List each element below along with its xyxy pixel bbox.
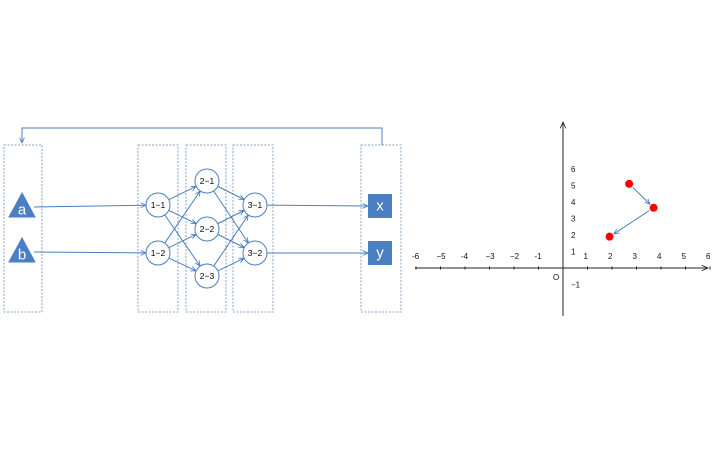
edge-2-3-3-2 (217, 257, 244, 272)
x-tick-label: 5 (682, 252, 687, 261)
hidden-node-label-1-1: 1−1 (151, 200, 166, 210)
point-arrow-1 (632, 186, 650, 204)
coordinate-plot: O -6 −5 -4 −3 −2 -1 1 2 3 4 5 6 6 5 4 3 2 1 −1 (412, 122, 711, 316)
point-arrow-2 (614, 210, 650, 234)
hidden-layer-1-box (137, 144, 179, 313)
hidden-node-3-2: 3−2 (242, 240, 268, 266)
edge-2-1-3-1 (217, 185, 245, 199)
x-tick-label: 2 (608, 252, 613, 261)
hidden-node-circle-2-3 (194, 263, 220, 289)
hidden-layer-2-box (185, 144, 227, 313)
hidden-node-label-3-2: 3−2 (248, 248, 263, 258)
x-tick-label: −3 (486, 252, 496, 261)
y-tick-labels: 6 5 4 3 2 1 −1 (571, 165, 581, 290)
x-tick-label: −2 (510, 252, 520, 261)
input-label-a: a (18, 202, 27, 219)
output-square-x (368, 194, 392, 218)
hidden-node-label-3-1: 3−1 (248, 200, 263, 210)
x-tick-labels: -6 −5 -4 −3 −2 -1 1 2 3 4 5 6 (412, 252, 711, 270)
x-tick-label: 1 (584, 252, 589, 261)
plot-points (605, 179, 658, 241)
x-tick-label: 3 (633, 252, 638, 261)
output-label-y: y (376, 245, 384, 262)
point-arrows (614, 186, 650, 234)
edge-a-1-1 (33, 205, 146, 207)
hidden-node-2-1: 2−1 (194, 168, 220, 194)
edge-1-2-2-3 (168, 257, 196, 272)
hidden-node-label-1-2: 1−2 (151, 248, 166, 258)
input-triangle-b (8, 236, 36, 263)
x-tick-label: -6 (412, 252, 420, 261)
hidden-node-circle-3-2 (242, 240, 268, 266)
hidden-node-circle-2-1 (194, 168, 220, 194)
hidden-node-2-3: 2−3 (194, 263, 220, 289)
y-tick-label: 5 (571, 182, 576, 191)
origin-label: O (553, 273, 559, 282)
input-layer-box (3, 144, 43, 313)
feedback-loop-line (22, 127, 383, 145)
hidden-node-label-2-3: 2−3 (200, 271, 215, 281)
output-label-x: x (376, 198, 384, 215)
y-tick-label: 1 (571, 248, 576, 257)
x-tick-label: 4 (657, 252, 662, 261)
hidden-node-1-2: 1−2 (145, 240, 171, 266)
y-tick-label: 4 (571, 198, 576, 207)
input-triangle-a (8, 191, 36, 218)
edge-b-1-2 (33, 252, 146, 253)
x-tick-label: −5 (437, 252, 447, 261)
output-square-y (368, 241, 392, 265)
network-connections (33, 185, 368, 272)
hidden-node-circle-2-2 (194, 216, 220, 242)
hidden-node-1-1: 1−1 (145, 192, 171, 218)
network-nodes: a b 1−1 1−2 2−1 2−2 2−3 3−1 3−2 x y (8, 168, 392, 289)
input-label-b: b (18, 247, 26, 264)
data-point-3 (605, 232, 614, 241)
hidden-layer-3-box (232, 144, 274, 313)
edge-2-2-3-1 (217, 210, 245, 225)
hidden-node-label-2-2: 2−2 (200, 224, 215, 234)
hidden-node-label-2-1: 2−1 (200, 176, 215, 186)
edge-1-2-2-2 (168, 234, 196, 249)
output-layer-box (360, 144, 402, 313)
data-point-2 (649, 203, 658, 212)
hidden-node-3-1: 3−1 (242, 192, 268, 218)
hidden-node-circle-3-1 (242, 192, 268, 218)
x-tick-label: -1 (535, 252, 543, 261)
output-node-y: y (368, 241, 392, 265)
input-node-b: b (8, 236, 36, 264)
hidden-node-circle-1-2 (145, 240, 171, 266)
edge-3-1-x (266, 205, 368, 206)
edge-2-3-3-1 (213, 215, 249, 267)
edge-1-2-2-1 (164, 191, 200, 244)
hidden-node-circle-1-1 (145, 192, 171, 218)
y-tick-label: 3 (571, 215, 576, 224)
y-tick-label: 6 (571, 165, 576, 174)
output-node-x: x (368, 194, 392, 218)
data-point-1 (625, 179, 634, 188)
hidden-node-2-2: 2−2 (194, 216, 220, 242)
neural-network-diagram: a b 1−1 1−2 2−1 2−2 2−3 3−1 3−2 x y (3, 127, 402, 313)
input-node-a: a (8, 191, 36, 219)
y-tick-label: 2 (571, 231, 576, 240)
x-tick-label: -4 (461, 252, 469, 261)
x-tick-label: 6 (706, 252, 711, 261)
y-tick-label: −1 (571, 281, 581, 290)
edge-1-1-2-1 (168, 186, 196, 201)
